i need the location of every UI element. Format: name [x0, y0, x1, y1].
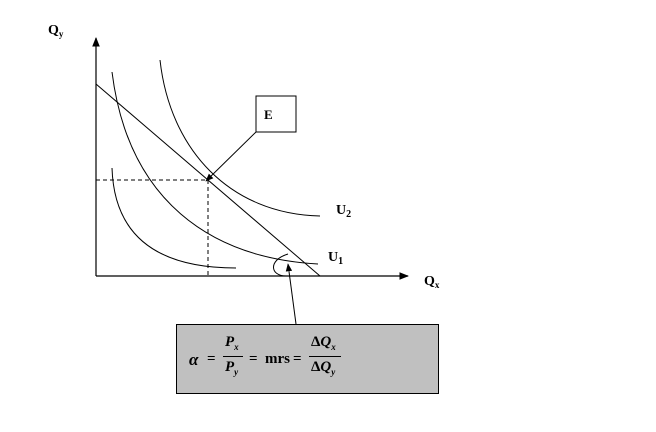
- equilibrium-label-box: [255, 95, 297, 133]
- equilibrium-pointer: [205, 131, 257, 182]
- equilibrium-label: E: [264, 107, 273, 122]
- angle-pointer: [285, 263, 297, 325]
- formula-alpha: α: [189, 350, 199, 369]
- curve-label-u2: U2: [336, 203, 351, 220]
- formula-mrs: mrs: [265, 351, 290, 367]
- formula-equals-1: =: [207, 351, 216, 367]
- indifference-curve-u2: [159, 59, 321, 217]
- angle-arc: [273, 253, 289, 277]
- curve-label-u1: U1: [328, 250, 343, 267]
- formula-box: α = Px Py = mrs = ΔQx ΔQy: [176, 324, 439, 394]
- formula-equals-2: =: [249, 351, 258, 367]
- fraction-line-prices: [223, 356, 243, 357]
- formula-delta-qx: ΔQx: [311, 334, 336, 352]
- formula-py: Py: [225, 359, 239, 377]
- y-axis-label: Qy: [48, 23, 64, 39]
- indifference-curve-u1: [111, 71, 319, 265]
- formula-equals-3: =: [293, 351, 302, 367]
- formula-delta-qy: ΔQy: [311, 359, 336, 377]
- fraction-line-quantities: [309, 356, 341, 357]
- formula-px: Px: [225, 334, 239, 352]
- x-axis-label: Qx: [424, 274, 440, 290]
- indifference-curve-low: [111, 167, 237, 269]
